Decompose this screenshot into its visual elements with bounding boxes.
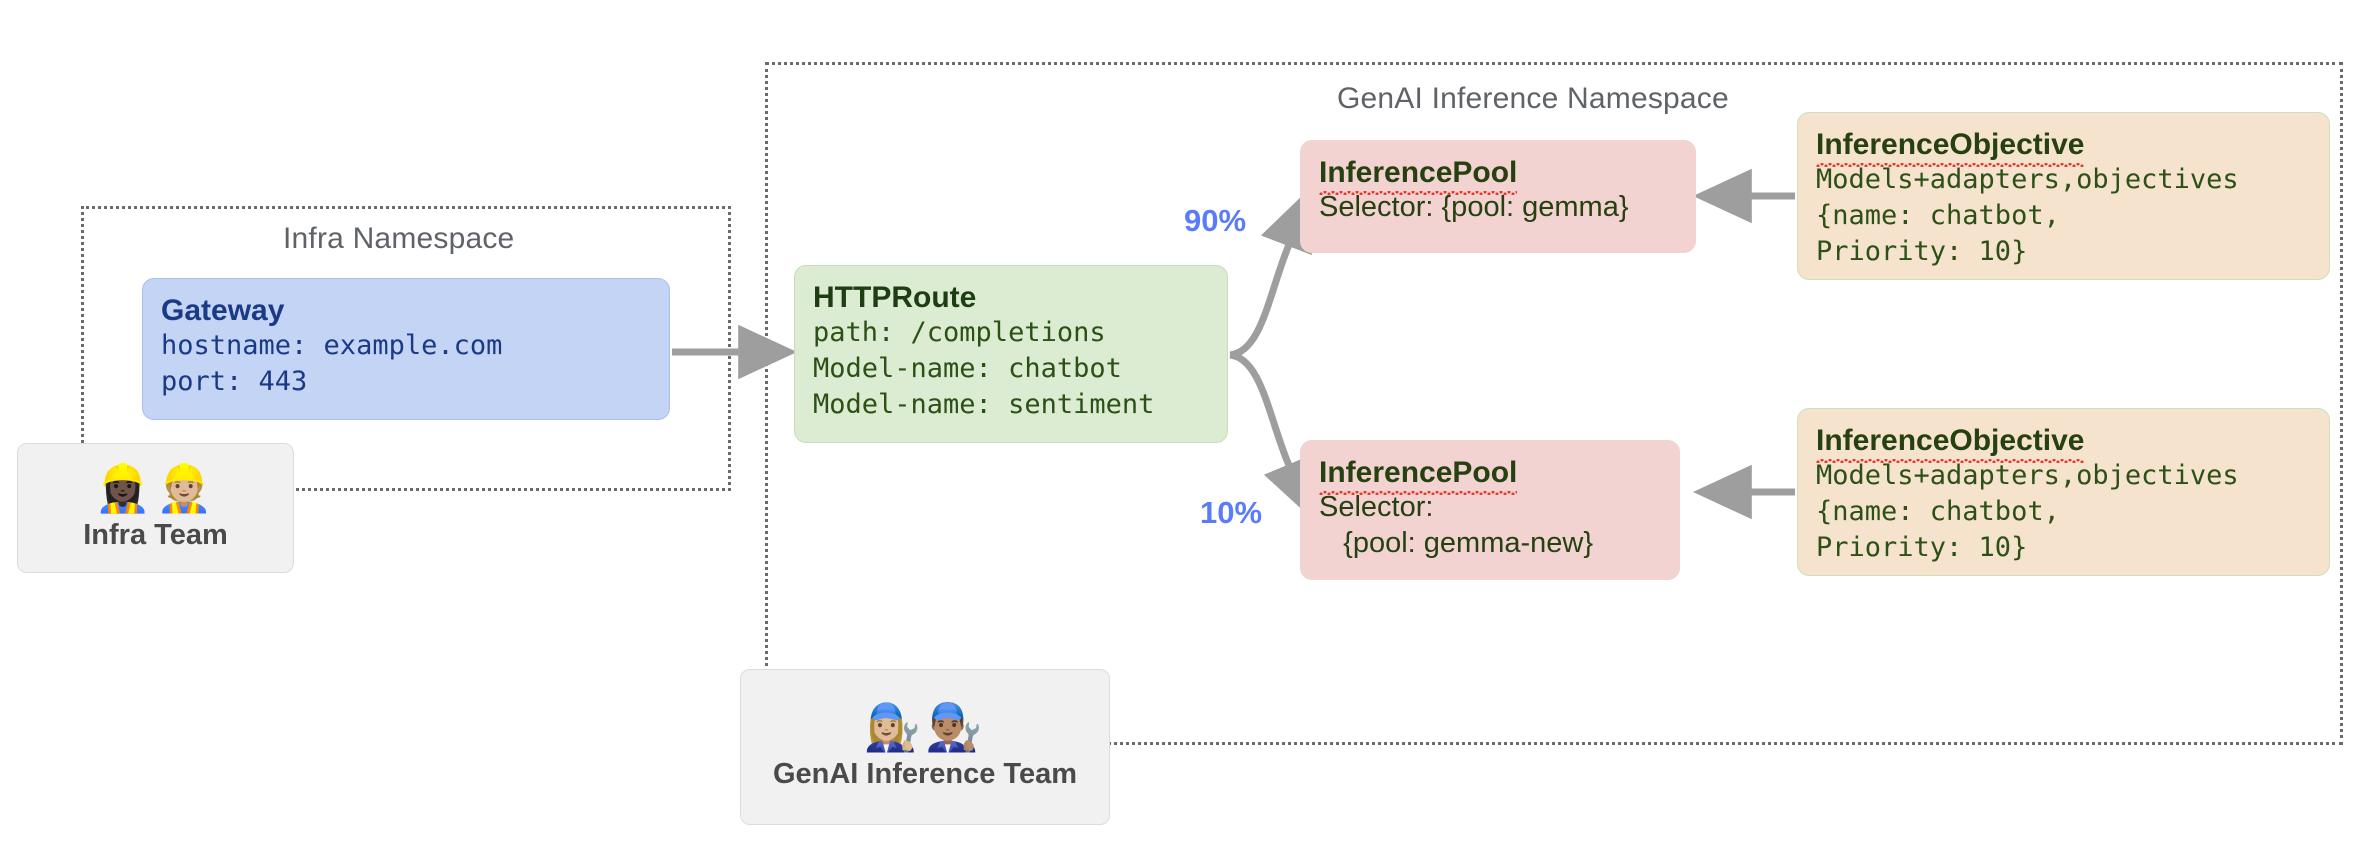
weight-label-90: 90% [1184, 203, 1247, 238]
card-inferencepool-2[interactable]: InferencePool Selector: {pool: gemma-new… [1300, 440, 1680, 580]
card-inferencepool-1-body: Selector: {pool: gemma} [1319, 191, 1629, 224]
card-inferenceobjective-1[interactable]: InferenceObjective Models+adapters,objec… [1797, 112, 2330, 280]
card-inferencepool-1-title: InferencePool [1319, 155, 1677, 196]
card-inferenceobjective-1-title: InferenceObjective [1816, 127, 2311, 168]
card-gateway-body: hostname: example.com port: 443 [161, 330, 503, 398]
card-httproute-body: path: /completions Model-name: chatbot M… [813, 317, 1155, 420]
card-inferencepool-1[interactable]: InferencePool Selector: {pool: gemma} [1300, 140, 1696, 253]
card-gateway[interactable]: Gateway hostname: example.com port: 443 [142, 278, 670, 420]
weight-label-10: 10% [1200, 495, 1263, 530]
namespace-genai [765, 62, 2343, 745]
spellcheck-underline: InferenceObjective [1816, 424, 2085, 464]
card-httproute[interactable]: HTTPRoute path: /completions Model-name:… [794, 265, 1228, 443]
team-infra-label: Infra Team [83, 518, 228, 551]
spellcheck-underline: InferenceObjective [1816, 128, 2085, 168]
card-inferencepool-2-title: InferencePool [1319, 455, 1661, 496]
team-genai[interactable]: 👩🏼‍🔧👨🏽‍🔧 GenAI Inference Team [740, 669, 1110, 825]
card-inferenceobjective-2-title: InferenceObjective [1816, 423, 2311, 464]
team-infra[interactable]: 👷🏿‍♀️👷🏼 Infra Team [17, 443, 294, 573]
card-inferenceobjective-2-body: Models+adapters,objectives {name: chatbo… [1816, 460, 2239, 563]
spellcheck-underline: InferencePool [1319, 456, 1518, 496]
namespace-genai-label: GenAI Inference Namespace [1337, 82, 1729, 115]
namespace-infra-label: Infra Namespace [283, 222, 515, 255]
card-inferencepool-2-body: Selector: {pool: gemma-new} [1319, 491, 1594, 560]
genai-team-avatar-icon: 👩🏼‍🔧👨🏽‍🔧 [863, 700, 987, 755]
spellcheck-underline: InferencePool [1319, 156, 1518, 196]
team-genai-label: GenAI Inference Team [772, 757, 1078, 790]
card-gateway-title: Gateway [161, 294, 285, 327]
infra-team-avatar-icon: 👷🏿‍♀️👷🏼 [94, 461, 217, 516]
card-inferenceobjective-1-body: Models+adapters,objectives {name: chatbo… [1816, 164, 2239, 267]
card-httproute-title: HTTPRoute [813, 281, 977, 314]
card-inferenceobjective-2[interactable]: InferenceObjective Models+adapters,objec… [1797, 408, 2330, 576]
